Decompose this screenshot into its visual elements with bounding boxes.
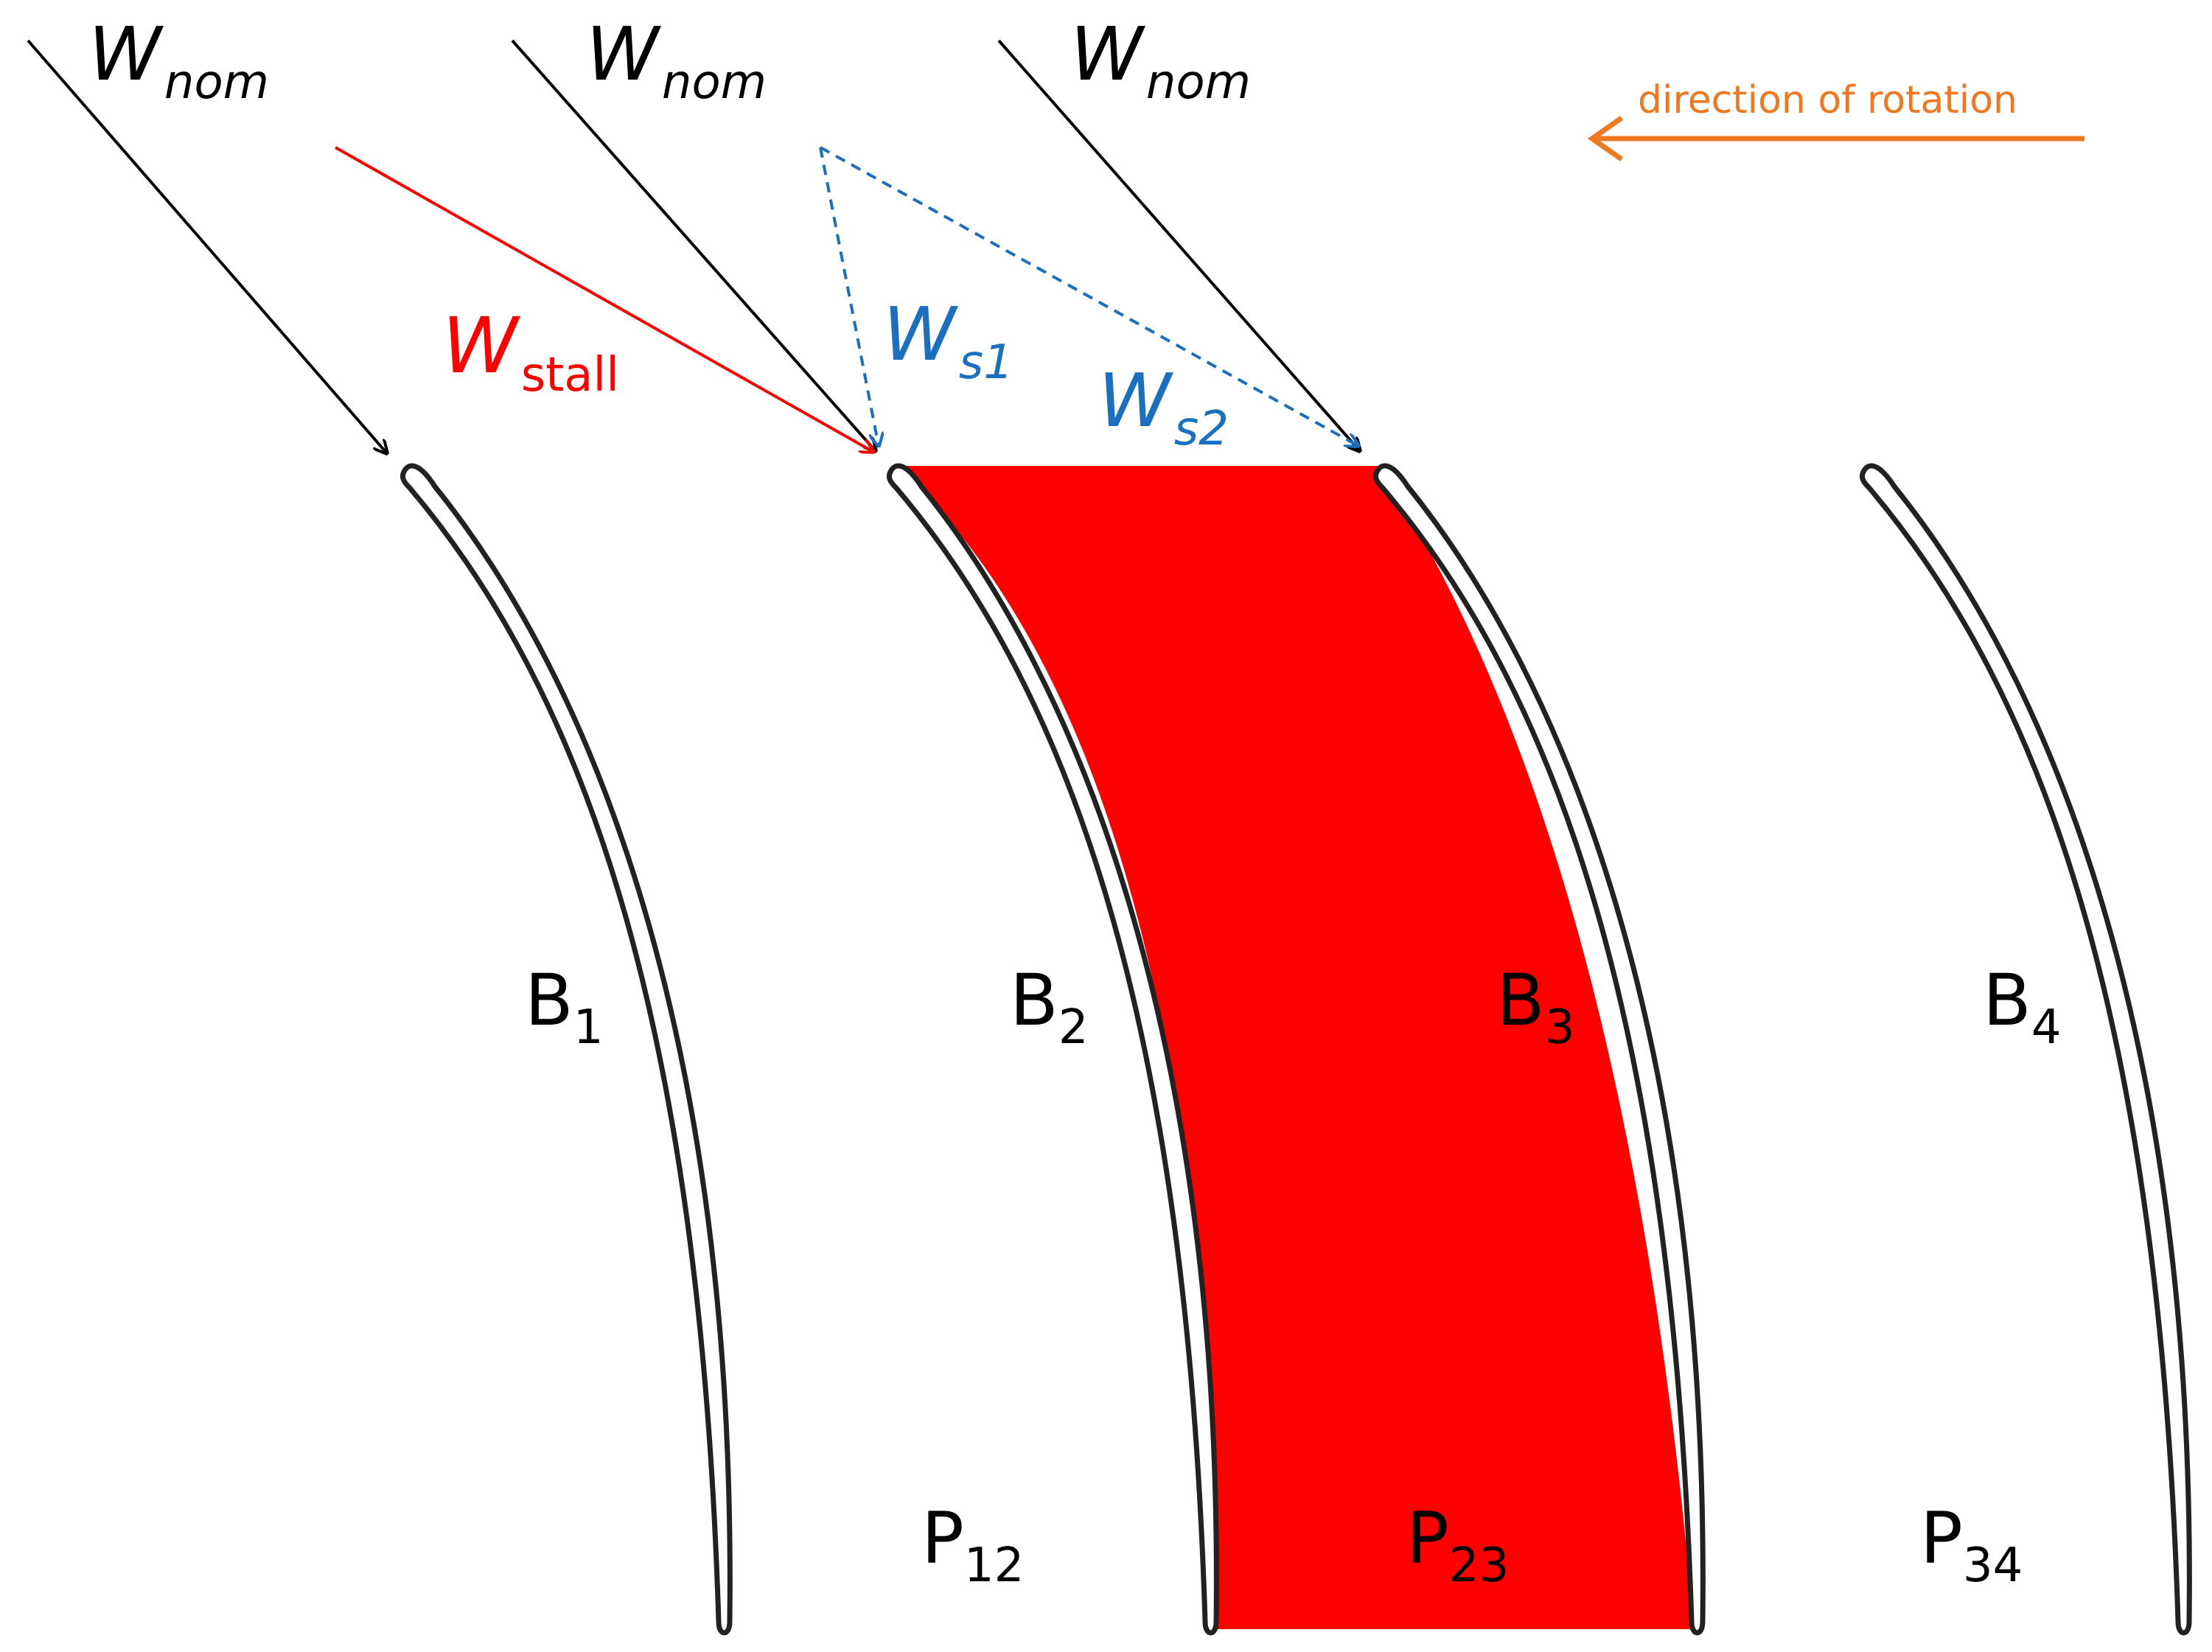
blade-label-b1: B1 xyxy=(525,959,604,1055)
passage-label-p34-sub: 34 xyxy=(1963,1538,2023,1593)
blade-label-b1-main: B xyxy=(525,959,573,1042)
blade-b2 xyxy=(886,463,1219,1636)
secondary-flow-label-s2: Ws2 xyxy=(1098,358,1229,456)
nominal-flow-label-2-main: W xyxy=(586,11,661,97)
blade-label-b3-sub: 3 xyxy=(1545,1000,1575,1055)
blade-label-b4-sub: 4 xyxy=(2031,1000,2062,1055)
blade-label-b2-main: B xyxy=(1010,959,1058,1042)
secondary-flow-arrow-s2 xyxy=(820,146,1358,446)
secondary-flow-arrow-s1 xyxy=(819,147,879,446)
stall-flow-label: Wstall xyxy=(442,301,619,402)
blade-b1 xyxy=(400,463,733,1636)
nominal-flow-arrow-3 xyxy=(997,39,1360,451)
passage-label-p34: P34 xyxy=(1920,1497,2023,1593)
nominal-flow-label-2-sub: nom xyxy=(662,55,767,110)
secondary-flow-label-s1: Ws1 xyxy=(883,291,1013,390)
blade-label-b3: B3 xyxy=(1496,959,1575,1055)
passage-label-p34-main: P xyxy=(1920,1497,1963,1580)
secondary-flow-label-s1-main: W xyxy=(883,291,958,377)
blade-label-b3-main: B xyxy=(1496,959,1545,1042)
secondary-flow-label-s2-sub: s2 xyxy=(1174,402,1229,456)
passage-label-p23-main: P xyxy=(1406,1497,1449,1580)
nominal-flow-arrow-1 xyxy=(27,39,387,453)
nominal-flow-label-2: Wnom xyxy=(586,11,767,110)
nominal-flow-label-1-main: W xyxy=(88,11,164,97)
stall-flow-label-sub: stall xyxy=(521,348,619,402)
passage-label-p12-main: P xyxy=(921,1497,964,1580)
rotation-label: direction of rotation xyxy=(1638,78,2017,122)
nominal-flow-label-1: Wnom xyxy=(88,11,269,110)
nominal-flow-label-3: Wnom xyxy=(1070,11,1251,110)
passage-label-p23-sub: 23 xyxy=(1449,1538,1509,1593)
secondary-flow-label-s2-main: W xyxy=(1098,358,1173,444)
secondary-flow-label-s1-sub: s1 xyxy=(959,335,1013,390)
blade-label-b4: B4 xyxy=(1983,959,2062,1055)
blade-label-b2: B2 xyxy=(1010,959,1089,1055)
passage-label-p23: P23 xyxy=(1406,1497,1509,1593)
stall-flow-label-main: W xyxy=(442,301,521,391)
blade-b4 xyxy=(1859,463,2192,1636)
blade-label-b2-sub: 2 xyxy=(1058,1000,1089,1055)
rotation-arrow-icon xyxy=(1587,116,2084,161)
stalled-passage-p23 xyxy=(898,466,1694,1629)
passage-label-p12-sub: 12 xyxy=(964,1538,1024,1593)
blade-label-b4-main: B xyxy=(1983,959,2031,1042)
nominal-flow-label-3-sub: nom xyxy=(1146,55,1251,110)
stall-flow-arrow xyxy=(335,146,873,452)
nominal-flow-label-3-main: W xyxy=(1070,11,1145,97)
passage-label-p12: P12 xyxy=(921,1497,1024,1593)
nominal-flow-arrow-2 xyxy=(511,39,876,451)
blade-label-b1-sub: 1 xyxy=(573,1000,604,1055)
nominal-flow-label-1-sub: nom xyxy=(164,55,269,110)
blade-b3 xyxy=(1372,463,1706,1636)
